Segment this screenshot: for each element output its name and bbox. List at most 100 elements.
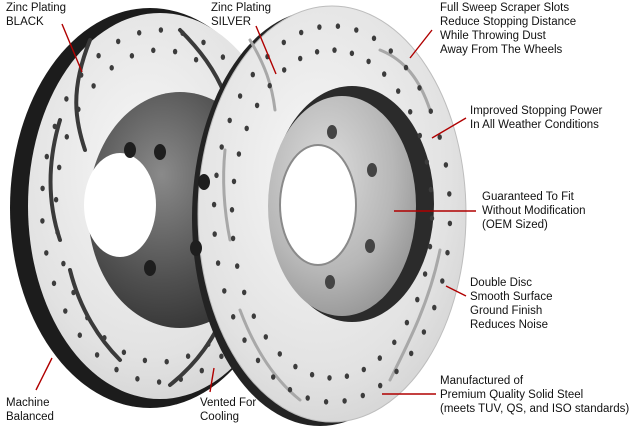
drilled-hole: [422, 271, 428, 277]
callout-machine: Machine Balanced: [6, 397, 54, 423]
drilled-hole: [236, 151, 242, 157]
drilled-hole: [378, 382, 383, 389]
lug-hole: [154, 144, 166, 160]
drilled-hole: [404, 319, 410, 326]
drilled-hole: [314, 49, 320, 55]
drilled-hole: [409, 350, 414, 357]
drilled-hole: [211, 201, 217, 208]
lug-hole: [190, 240, 202, 256]
drilled-hole: [61, 260, 66, 267]
drilled-hole: [94, 352, 100, 358]
black-rotor-hub-hole: [84, 153, 156, 257]
drilled-hole: [40, 218, 45, 224]
drilled-hole: [129, 53, 135, 59]
drilled-hole: [244, 125, 249, 132]
drilled-hole: [250, 71, 255, 78]
drilled-hole: [417, 85, 422, 91]
leader-lines: [35, 23, 476, 395]
drilled-hole: [91, 83, 96, 89]
drilled-hole: [219, 144, 224, 150]
drilled-hole: [335, 23, 341, 30]
drilled-hole: [102, 335, 107, 341]
drilled-hole: [377, 355, 382, 361]
drilled-hole: [231, 314, 236, 320]
drilled-hole: [267, 82, 272, 89]
drilled-hole: [40, 185, 45, 192]
drilled-hole: [287, 386, 293, 393]
drilled-hole: [349, 50, 355, 57]
drilled-hole: [199, 367, 204, 374]
drilled-hole: [421, 329, 427, 335]
drilled-hole: [440, 278, 445, 284]
drilled-hole: [51, 280, 57, 287]
drilled-hole: [281, 39, 286, 46]
silver-rotor-hub-hole: [279, 144, 357, 266]
drilled-hole: [212, 231, 217, 237]
drilled-hole: [109, 65, 114, 71]
drilled-hole: [403, 64, 409, 71]
drilled-hole: [215, 260, 221, 266]
drilled-hole: [445, 249, 450, 256]
drilled-hole: [151, 47, 156, 54]
leader-scraper-slots: [409, 29, 433, 59]
drilled-hole: [366, 58, 371, 65]
drilled-hole: [52, 123, 57, 130]
drilled-hole: [229, 207, 235, 213]
drilled-hole: [44, 153, 49, 160]
drilled-hole: [327, 375, 332, 381]
drilled-hole: [231, 178, 237, 185]
drilled-hole: [429, 215, 435, 221]
leader-vented: [209, 367, 215, 393]
drilled-hole: [180, 30, 185, 36]
callout-fit: Guaranteed To Fit Without Modification (…: [482, 191, 586, 231]
drilled-hole: [227, 117, 232, 124]
drilled-hole: [298, 55, 303, 62]
lug-hole: [327, 125, 337, 139]
drilled-hole: [121, 349, 127, 356]
drilled-hole: [305, 395, 310, 401]
drilled-hole: [219, 353, 224, 360]
drilled-hole: [79, 72, 84, 78]
lug-hole: [144, 260, 156, 276]
drilled-hole: [415, 296, 420, 303]
drilled-hole: [242, 289, 247, 296]
callout-vented: Vented For Cooling: [200, 397, 257, 423]
drilled-hole: [77, 332, 83, 339]
drilled-hole: [71, 289, 76, 296]
drilled-hole: [137, 30, 142, 36]
drilled-hole: [164, 358, 169, 365]
drilled-hole: [96, 52, 101, 59]
drilled-hole: [282, 67, 287, 73]
callout-scraper-slots: Full Sweep Scraper Slots Reduce Stopping…: [440, 2, 577, 56]
silver-rotor-drilled-holes: [211, 23, 453, 405]
drilled-hole: [53, 196, 59, 203]
drilled-hole: [254, 102, 260, 109]
drilled-hole: [158, 27, 164, 33]
callout-silver-plating: Zinc Plating SILVER: [211, 2, 272, 28]
drilled-hole: [382, 71, 387, 77]
drilled-hole: [156, 379, 162, 385]
drilled-hole: [142, 357, 148, 364]
drilled-hole: [309, 371, 315, 378]
drilled-hole: [263, 334, 268, 340]
drilled-hole: [396, 88, 401, 94]
drilled-hole: [424, 159, 429, 165]
drilled-hole: [172, 48, 178, 55]
leader-stopping-power: [431, 117, 467, 139]
silver-rotor-slots: [222, 38, 442, 402]
drilled-hole: [388, 48, 393, 54]
drilled-hole: [206, 341, 211, 348]
drilled-hole: [237, 93, 243, 99]
callout-stopping-power: Improved Stopping Power In All Weather C…: [470, 105, 603, 131]
drilled-hole: [230, 235, 236, 242]
leader-machine: [35, 357, 53, 391]
drilled-hole: [277, 351, 282, 357]
drilled-hole: [178, 376, 183, 383]
callout-steel: Manufactured of Premium Quality Solid St…: [440, 375, 630, 415]
drilled-hole: [443, 162, 449, 168]
callout-double-disc: Double Disc Smooth Surface Ground Finish…: [470, 277, 553, 331]
drilled-hole: [437, 134, 442, 140]
drilled-hole: [214, 172, 219, 179]
